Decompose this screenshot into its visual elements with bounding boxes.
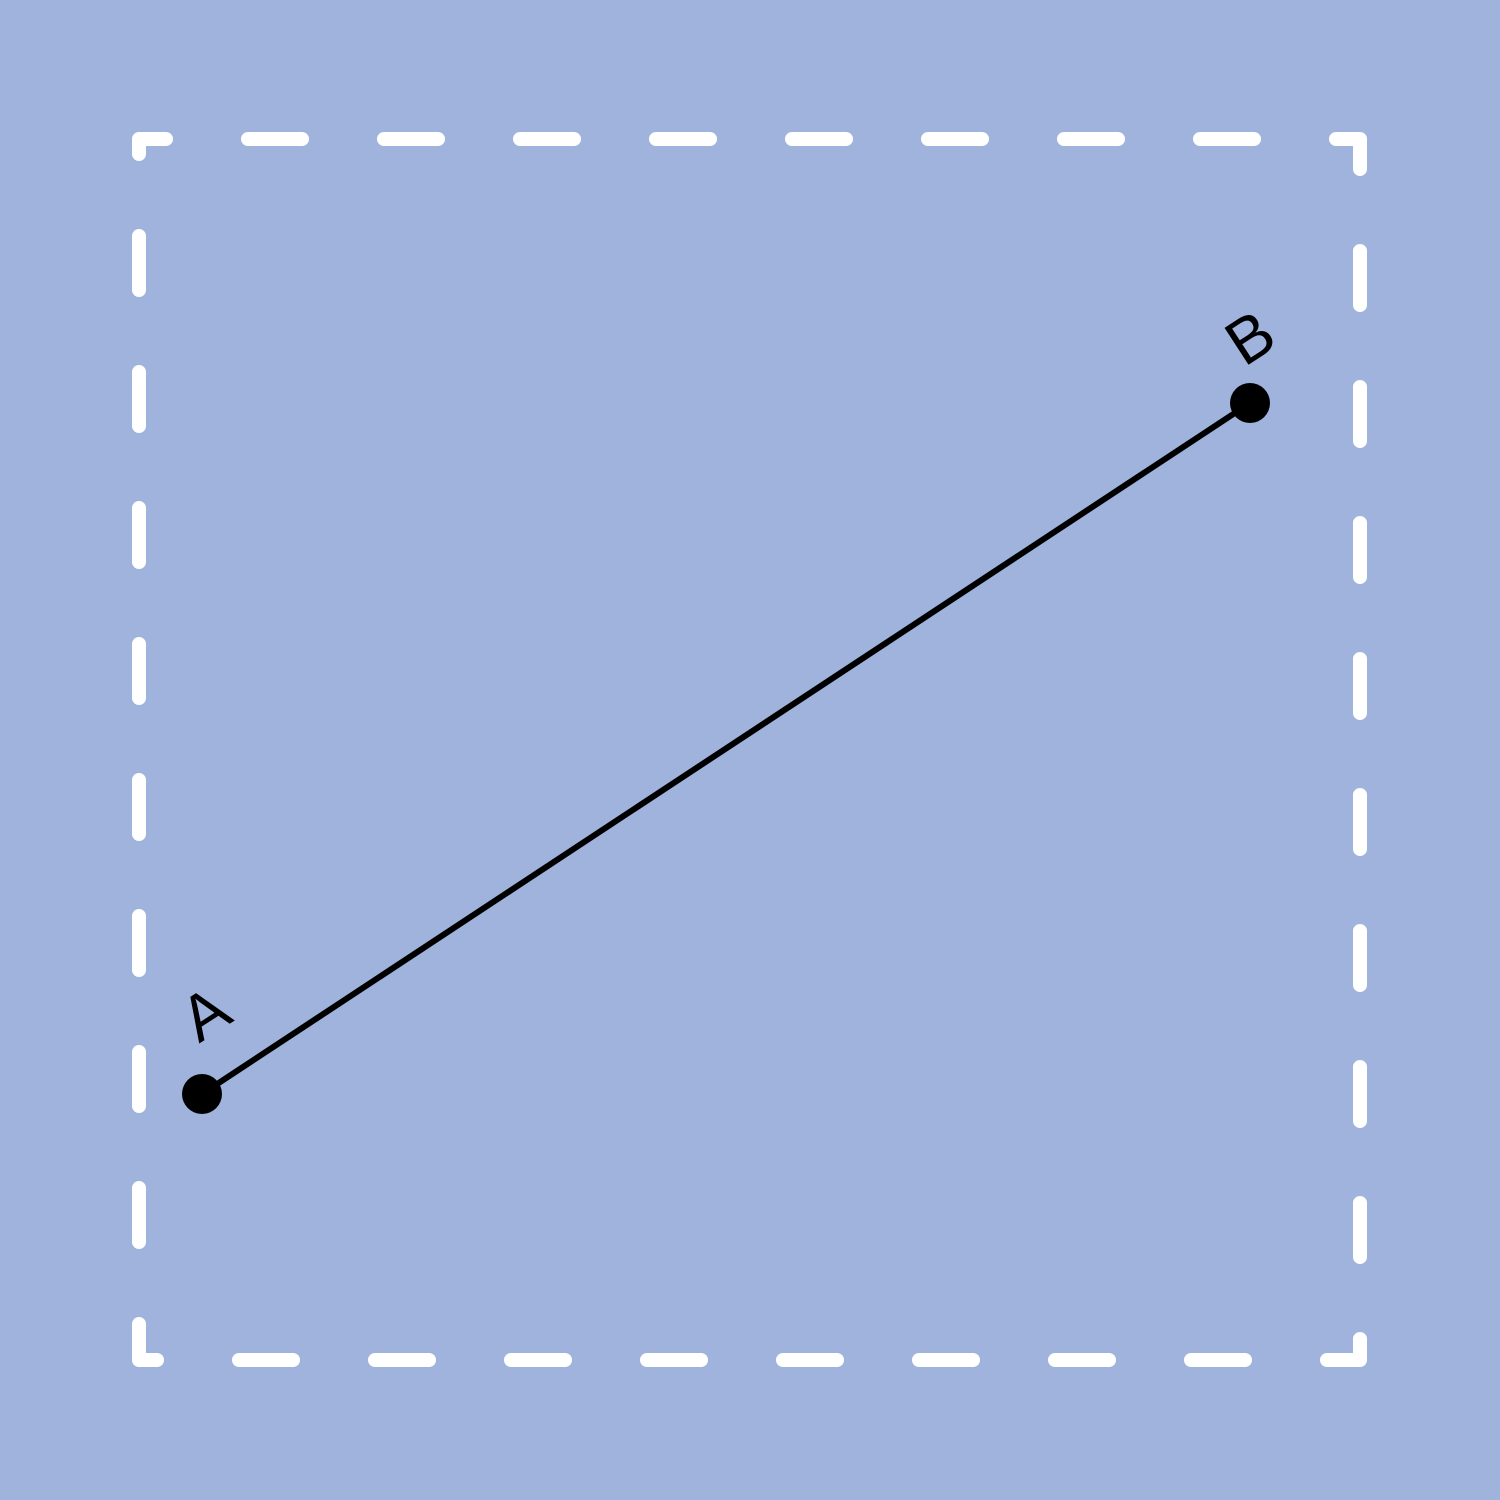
segment-ab [200,400,1252,1097]
point-a [182,1074,222,1114]
point-b [1230,383,1270,423]
